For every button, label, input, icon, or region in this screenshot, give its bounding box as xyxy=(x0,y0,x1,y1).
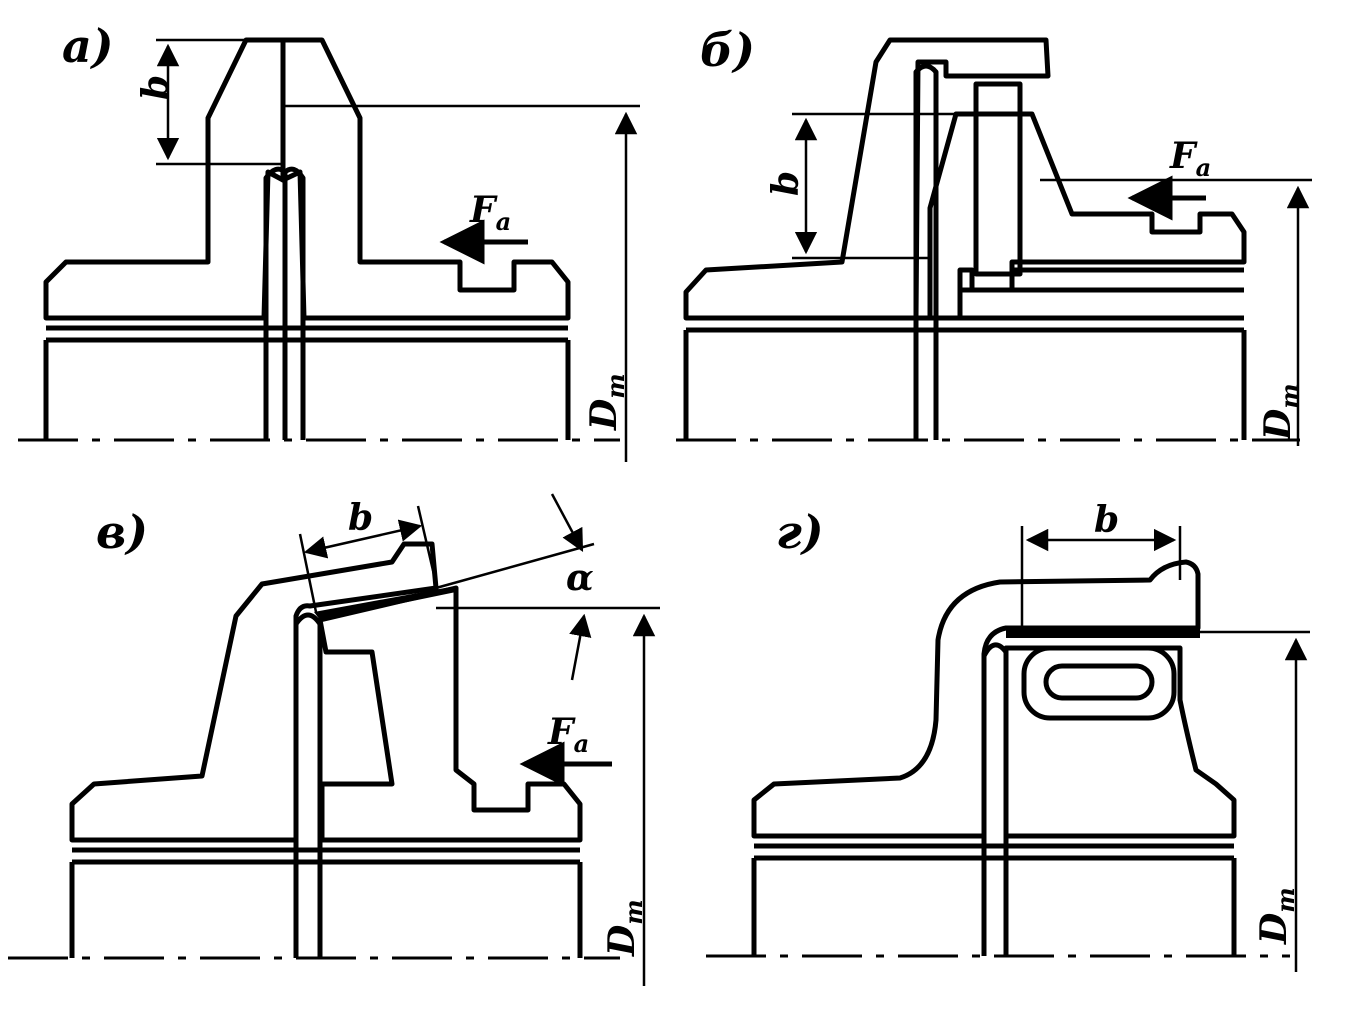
panel-a-force: Fa xyxy=(469,189,511,236)
panel-b-label: б) xyxy=(700,23,755,77)
panel-v-dim-b: b xyxy=(348,497,373,539)
panel-a-right-hub xyxy=(280,37,571,321)
panel-v-diameter: Dm xyxy=(601,899,648,957)
panel-v-angle: α xyxy=(566,557,594,599)
panel-a-dim-b: b xyxy=(135,75,177,100)
panel-v-label: в) xyxy=(96,505,148,559)
panel-b: б) b Fa Dm xyxy=(676,23,1312,446)
panel-g-label: г) xyxy=(776,505,824,559)
panel-b-cone xyxy=(927,111,1247,321)
panel-g-right-hub xyxy=(1003,645,1237,839)
panel-v-left-hub xyxy=(69,541,439,843)
panel-a-diameter: Dm xyxy=(583,373,630,431)
panel-g: г) b Dm xyxy=(706,499,1310,972)
panel-v-right-hub xyxy=(317,585,583,843)
panel-a: а) b Fa Dm xyxy=(18,19,640,462)
panel-g-left-hub xyxy=(751,559,1201,839)
panel-v-force: Fa xyxy=(547,711,589,758)
panel-a-label: а) xyxy=(62,19,114,73)
panel-v: в) b α Fa Dm xyxy=(8,493,660,986)
panel-b-friction-insert xyxy=(973,81,1023,277)
panel-b-force: Fa xyxy=(1169,135,1211,182)
panel-b-left-hub xyxy=(683,37,1051,321)
panel-v-friction-band xyxy=(314,586,456,620)
panel-b-diameter: Dm xyxy=(1257,383,1304,441)
panel-g-pneumatic-tube xyxy=(1021,645,1177,721)
panel-g-diameter: Dm xyxy=(1253,887,1300,945)
panel-b-dim-b: b xyxy=(765,171,807,196)
panel-g-dim-b: b xyxy=(1094,499,1119,541)
